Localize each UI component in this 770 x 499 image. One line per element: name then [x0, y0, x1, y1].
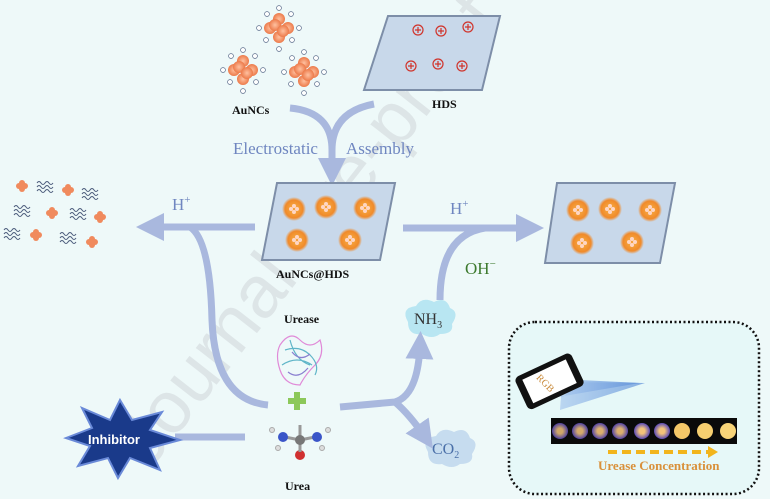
- svg-text:Inhibitor: Inhibitor: [88, 432, 140, 447]
- oh-label: OH−: [465, 258, 496, 278]
- auncs-clusters: [220, 5, 327, 96]
- reaction-arrow: [339, 331, 434, 411]
- svg-text:NH3: NH3: [414, 311, 442, 331]
- hds-sheet: [362, 15, 502, 91]
- urea-label: Urea: [285, 479, 310, 493]
- inhibitor-path-arrow: [187, 224, 269, 409]
- hds-label: HDS: [432, 97, 457, 111]
- urease-concentration-label: Urease Concentration: [598, 458, 720, 473]
- urease-protein: [276, 335, 323, 386]
- auncs-label: AuNCs: [232, 103, 270, 117]
- inhibitor-star: Inhibitor: [63, 397, 184, 481]
- nh3-cloud: NH3: [405, 299, 456, 337]
- wells: [552, 423, 736, 439]
- electrostatic-label: Electrostatic: [233, 139, 318, 158]
- h-plus-right: H+: [450, 198, 469, 218]
- oh-curve-arrow: [436, 224, 486, 301]
- auncs-hds-sheet: [260, 182, 397, 261]
- co2-arrow: [392, 399, 433, 449]
- urease-label: Urease: [284, 312, 320, 326]
- aggregated-sheet: [543, 182, 677, 264]
- auncs-hds-label: AuNCs@HDS: [276, 267, 350, 281]
- co2-cloud: CO2: [425, 429, 476, 467]
- assembly-label: Assembly: [346, 139, 415, 158]
- h-plus-left: H+: [172, 194, 191, 214]
- plus-icon: [288, 392, 306, 410]
- smartphone-icon: RGB: [515, 353, 584, 410]
- urea-molecule: [269, 425, 331, 460]
- detection-panel: RGB Urease Concentration: [507, 320, 761, 496]
- dispersed-particles: [3, 180, 106, 248]
- svg-text:CO2: CO2: [432, 441, 459, 461]
- assembly-arrow: [289, 100, 375, 172]
